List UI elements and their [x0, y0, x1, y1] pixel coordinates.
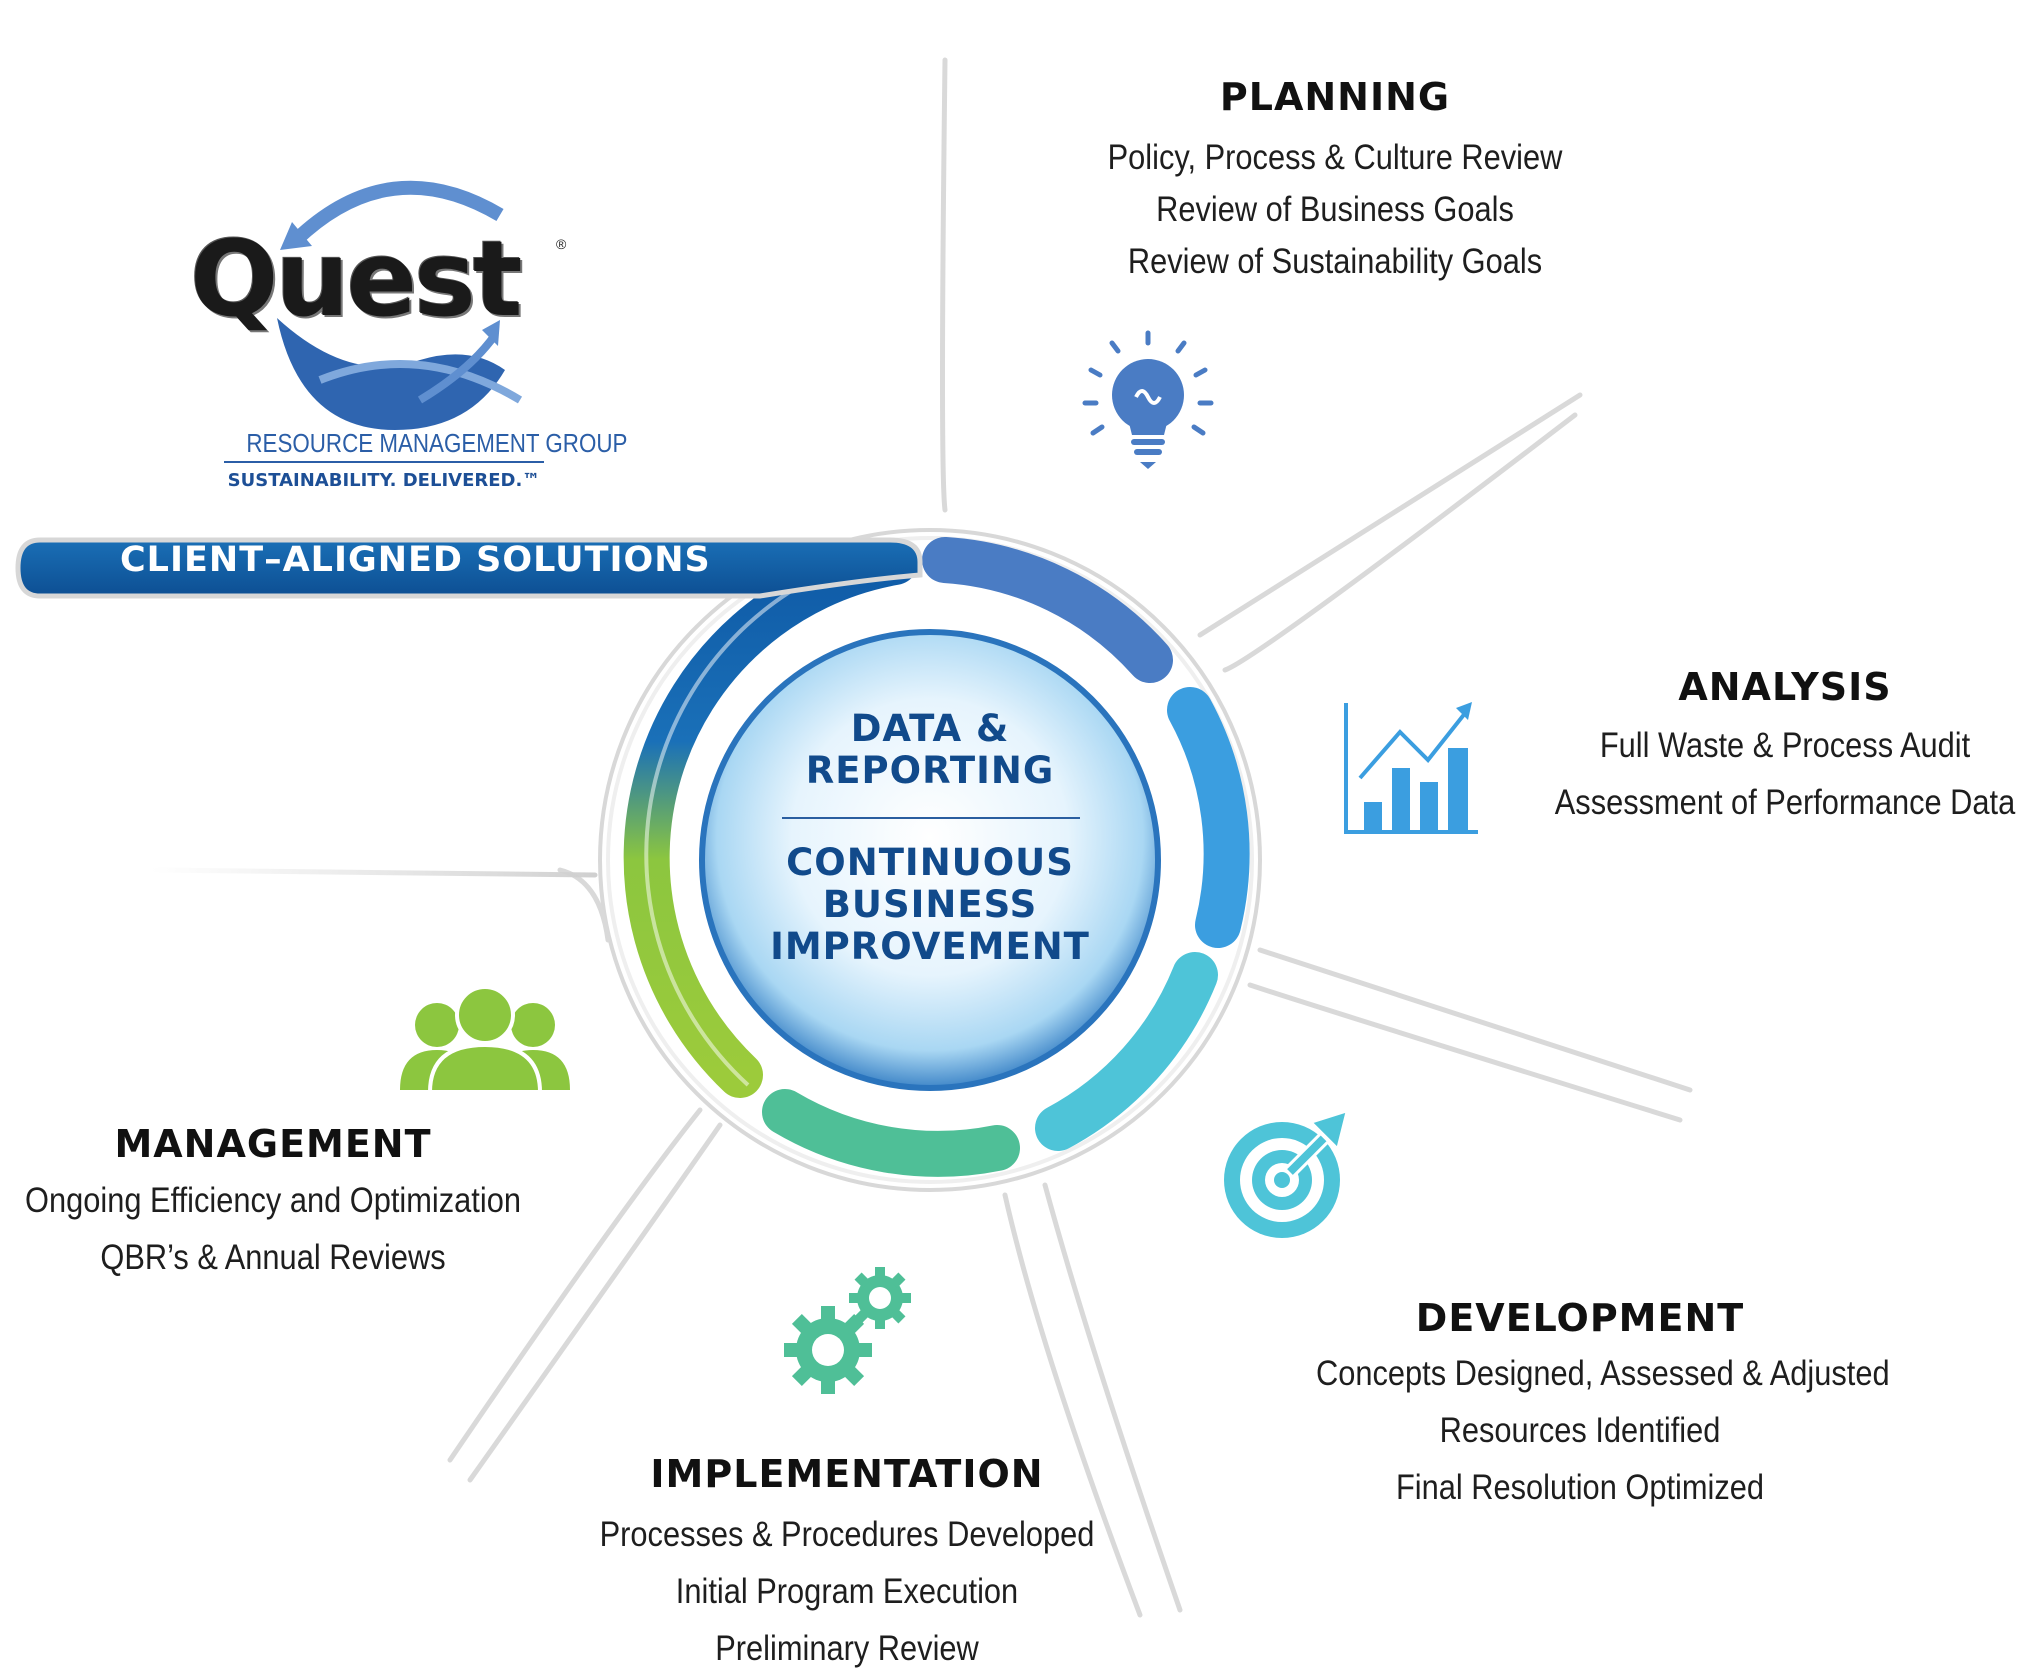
center-top-line-1: DATA &: [850, 707, 1010, 750]
segment-development: [1035, 952, 1218, 1151]
segment-planning: [922, 537, 1173, 683]
people-icon: [400, 985, 570, 1094]
planning-line-2: Review of Business Goals: [1156, 190, 1514, 229]
center-title-bottom: CONTINUOUS BUSINESS IMPROVEMENT: [730, 842, 1130, 968]
segment-analysis: [1167, 687, 1250, 948]
implementation-line-2: Initial Program Execution: [675, 1572, 1019, 1611]
center-title-top: DATA & REPORTING: [730, 708, 1130, 792]
center-bottom-line-2: BUSINESS: [822, 883, 1038, 926]
implementation-title: IMPLEMENTATION: [650, 1452, 1044, 1496]
center-top-line-2: REPORTING: [805, 749, 1055, 792]
development-line-3: Final Resolution Optimized: [1395, 1468, 1765, 1507]
registered-mark: ®: [556, 236, 567, 252]
implementation-line-1: Processes & Procedures Developed: [599, 1515, 1095, 1554]
implementation-line-3: Preliminary Review: [715, 1629, 979, 1668]
outer-ring: [598, 528, 1262, 1192]
bar-chart-icon: [1344, 702, 1478, 834]
management-line-2: QBR’s & Annual Reviews: [100, 1238, 446, 1277]
analysis-title: ANALYSIS: [1678, 665, 1892, 709]
center-bottom-line-3: IMPROVEMENT: [770, 925, 1090, 968]
planning-title: PLANNING: [1219, 75, 1451, 119]
segment-implementation: [762, 1089, 1020, 1177]
logo-wordmark: Quest: [190, 218, 523, 340]
logo-company-name: RESOURCE MANAGEMENT GROUP: [246, 428, 628, 458]
divider-spokes: [147, 57, 1693, 1618]
analysis-line-1: Full Waste & Process Audit: [1599, 726, 1971, 765]
development-line-1: Concepts Designed, Assessed & Adjusted: [1316, 1354, 1890, 1393]
lightbulb-icon: [1082, 330, 1214, 469]
planning-line-1: Policy, Process & Culture Review: [1107, 138, 1563, 177]
banner-label: CLIENT–ALIGNED SOLUTIONS: [120, 540, 711, 580]
target-icon: [1224, 1107, 1351, 1238]
center-bottom-line-1: CONTINUOUS: [786, 841, 1074, 884]
development-title: DEVELOPMENT: [1415, 1296, 1745, 1340]
center-globe: [699, 629, 1161, 1091]
analysis-line-2: Assessment of Performance Data: [1554, 783, 2016, 822]
development-line-2: Resources Identified: [1439, 1411, 1721, 1450]
management-line-1: Ongoing Efficiency and Optimization: [25, 1181, 521, 1220]
planning-line-3: Review of Sustainability Goals: [1127, 242, 1543, 281]
logo-emblem: [224, 180, 544, 463]
cycle-segments: [623, 537, 1250, 1177]
gears-icon: [784, 1267, 911, 1394]
logo-tagline: SUSTAINABILITY. DELIVERED.™: [227, 470, 541, 491]
management-title: MANAGEMENT: [114, 1122, 432, 1166]
client-aligned-banner: [15, 537, 923, 599]
